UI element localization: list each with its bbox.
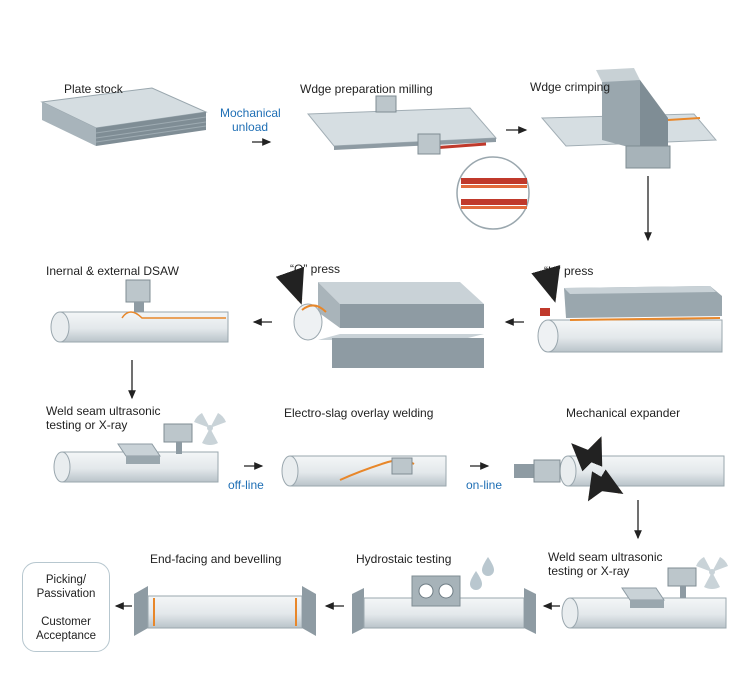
stage-label-ut-xray-2-line1: Weld seam ultrasonic [548, 550, 663, 564]
u-press-illustration [531, 265, 723, 353]
final-step-passivation: Passivation [36, 588, 96, 600]
radiation-icon [696, 557, 728, 589]
stage-label-hydrostatic: Hydrostaic testing [356, 552, 452, 566]
stage-label-ut-xray-1-line1: Weld seam ultrasonic [46, 404, 161, 418]
final-step-customer: Customer [41, 616, 91, 628]
stage-label-plate-stock: Plate stock [64, 82, 123, 96]
stage-label-edge-crimping: Wdge crimping [530, 80, 611, 94]
pressure-gauge-icon [438, 583, 454, 599]
edge-crimping-illustration [540, 68, 718, 169]
final-step-picking: Picking/ [45, 574, 87, 586]
off-line-label: off-line [228, 478, 264, 492]
edge-milling-illustration [306, 95, 530, 230]
stage-label-expander: Mechanical expander [566, 406, 681, 420]
stage-label-electro-slag: Electro-slag overlay welding [284, 406, 434, 420]
ut-xray-1-illustration [53, 413, 226, 483]
on-line-label: on-line [466, 478, 503, 492]
water-drop-icon [470, 571, 482, 590]
mechanical-unload-label-2: unload [232, 120, 269, 134]
stage-label-edge-milling: Wdge preparation milling [300, 82, 433, 96]
radiation-icon [194, 413, 226, 445]
stage-label-end-facing: End-facing and bevelling [150, 552, 282, 566]
mechanical-unload-label-1: Mochanical [220, 106, 281, 120]
ut-xray-2-illustration [561, 557, 728, 629]
pressure-gauge-icon [418, 583, 434, 599]
stage-label-ut-xray-1-line2: testing or X-ray [46, 418, 128, 432]
water-drop-icon [482, 557, 494, 576]
flow-arrows [114, 126, 652, 610]
o-press-illustration [275, 266, 484, 368]
dsaw-illustration [50, 279, 229, 343]
final-steps-box: Picking/ Passivation Customer Acceptance [22, 562, 110, 652]
end-facing-illustration [134, 586, 316, 636]
stage-label-o-press: “O” press [290, 262, 341, 276]
stage-label-ut-xray-2-line2: testing or X-ray [548, 564, 630, 578]
final-step-acceptance: Acceptance [35, 630, 97, 642]
electro-slag-illustration [281, 455, 447, 487]
hydrostatic-illustration [352, 557, 536, 634]
plate-stock-illustration [40, 87, 208, 146]
stage-label-u-press: “U” press [544, 264, 594, 278]
expander-illustration [514, 436, 725, 502]
stage-label-dsaw: Inernal & external DSAW [46, 264, 179, 278]
